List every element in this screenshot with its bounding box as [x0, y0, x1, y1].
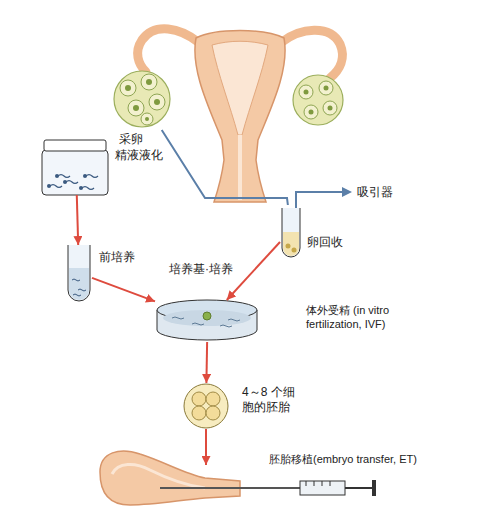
- aspirator-label: 吸引器: [356, 185, 394, 200]
- uterus-illustration: [138, 29, 343, 202]
- semen-jar-part: [47, 184, 51, 188]
- culture-dish-node: 培养基·培养体外受精 (in vitro fertilization, IVF): [155, 300, 260, 342]
- egg-collection-tube-part: [292, 248, 297, 253]
- embryo-transfer-part: [314, 481, 315, 486]
- aspirator-line: [296, 187, 352, 214]
- semen-jar-part: [50, 175, 98, 190]
- embryo-transfer-part: [112, 464, 205, 488]
- left-ovary-part: [120, 80, 136, 96]
- node-label: 采卵: [118, 132, 144, 147]
- embryo-part: [206, 392, 220, 406]
- left-ovary-part: [128, 100, 144, 116]
- embryo-part: [192, 406, 206, 420]
- right-ovary-part: [299, 85, 313, 99]
- node-label: 卵回收: [306, 235, 344, 250]
- culture-test-tube-part: [72, 279, 86, 296]
- semen-jar-part: [44, 140, 106, 151]
- embryo-part: [184, 384, 228, 428]
- semen-jar-node: 精液液化: [40, 140, 112, 195]
- left-ovary-part: [146, 79, 152, 85]
- node-label: 体外受精 (in vitro fertilization, IVF): [305, 304, 447, 332]
- left-ovary-part: [149, 94, 165, 110]
- embryo-transfer-part: [372, 480, 376, 496]
- aspirator-line-part: [342, 187, 352, 197]
- node-label: 精液液化: [114, 148, 164, 163]
- left-ovary-part: [145, 117, 149, 121]
- right-ovary-part: [293, 75, 343, 125]
- left-ovary-part: [114, 71, 170, 127]
- semen-jar-part: [63, 180, 67, 184]
- embryo-transfer-part: [322, 481, 323, 486]
- egg-collection-tube-part: [283, 232, 299, 256]
- uterus-illustration-part: [282, 30, 342, 78]
- culture-tube-node: 前培养: [66, 245, 92, 301]
- culture-dish-part: [157, 310, 257, 340]
- flow-arrow: [92, 278, 155, 302]
- right-ovary-part: [304, 105, 318, 119]
- left-ovary-part: [141, 74, 157, 90]
- node-label: 培养基·培养: [168, 262, 234, 277]
- culture-dish: [157, 300, 257, 340]
- embryo-transfer-part: [300, 481, 345, 495]
- culture-dish-part: [203, 312, 211, 320]
- embryo-transfer-part: [160, 487, 300, 489]
- right-ovary-part: [324, 86, 329, 91]
- aspirator-line-part: [296, 192, 342, 214]
- node-label: 胚胎移植(embryo transfer, ET): [268, 453, 418, 467]
- right-ovary-part: [304, 90, 309, 95]
- uterus-illustration-part: [195, 31, 285, 203]
- semen-jar: [42, 140, 108, 195]
- egg-collection-tube-part: [282, 208, 300, 257]
- semen-jar-part: [83, 174, 87, 178]
- embryo-transfer-part: [100, 451, 240, 505]
- transfer-node: 胚胎移植(embryo transfer, ET): [120, 465, 292, 510]
- flow-arrow: [205, 429, 207, 465]
- flow-arrow: [77, 195, 78, 245]
- culture-test-tube: [68, 245, 90, 301]
- uterus-illustration-part: [212, 41, 268, 135]
- left-ovary-part: [154, 99, 160, 105]
- left-ovary-part: [125, 85, 131, 91]
- culture-test-tube-part: [69, 268, 89, 300]
- embryo-node: 4～8 个细 胞的胚胎: [183, 383, 229, 429]
- culture-test-tube-part: [68, 245, 90, 301]
- left-ovary-part: [141, 113, 153, 125]
- flow-arrow: [227, 242, 280, 300]
- uterus-illustration-part: [238, 135, 242, 200]
- right-ovary-part: [309, 110, 314, 115]
- embryo-transfer-part: [306, 481, 307, 486]
- embryo-transfer-part: [345, 487, 372, 489]
- node-label: 4～8 个细 胞的胚胎: [241, 385, 305, 415]
- semen-jar-part: [55, 174, 59, 178]
- embryo-part: [206, 406, 220, 420]
- ovary-node: 采卵: [112, 68, 172, 130]
- egg-tube-node: 卵回收: [280, 205, 302, 255]
- right-ovary-part: [319, 81, 333, 95]
- egg-collection-tube-part: [286, 244, 291, 249]
- semen-jar-part: [42, 150, 108, 195]
- semen-jar-part: [79, 186, 83, 190]
- left-ovary: [114, 71, 170, 127]
- culture-dish-part: [163, 310, 251, 326]
- embryo-transfer-part: [330, 481, 331, 486]
- flow-arrow: [205, 342, 208, 383]
- embryo-part: [192, 392, 206, 406]
- uterus-illustration-part: [138, 29, 198, 72]
- right-ovary-part: [323, 101, 337, 115]
- node-label: 前培养: [98, 250, 136, 265]
- right-ovary-part: [328, 106, 333, 111]
- left-ovary-part: [133, 105, 139, 111]
- egg-collection-tube: [282, 208, 300, 257]
- embryo: [184, 384, 228, 428]
- right-ovary: [293, 75, 343, 125]
- needle-tube: [162, 130, 288, 205]
